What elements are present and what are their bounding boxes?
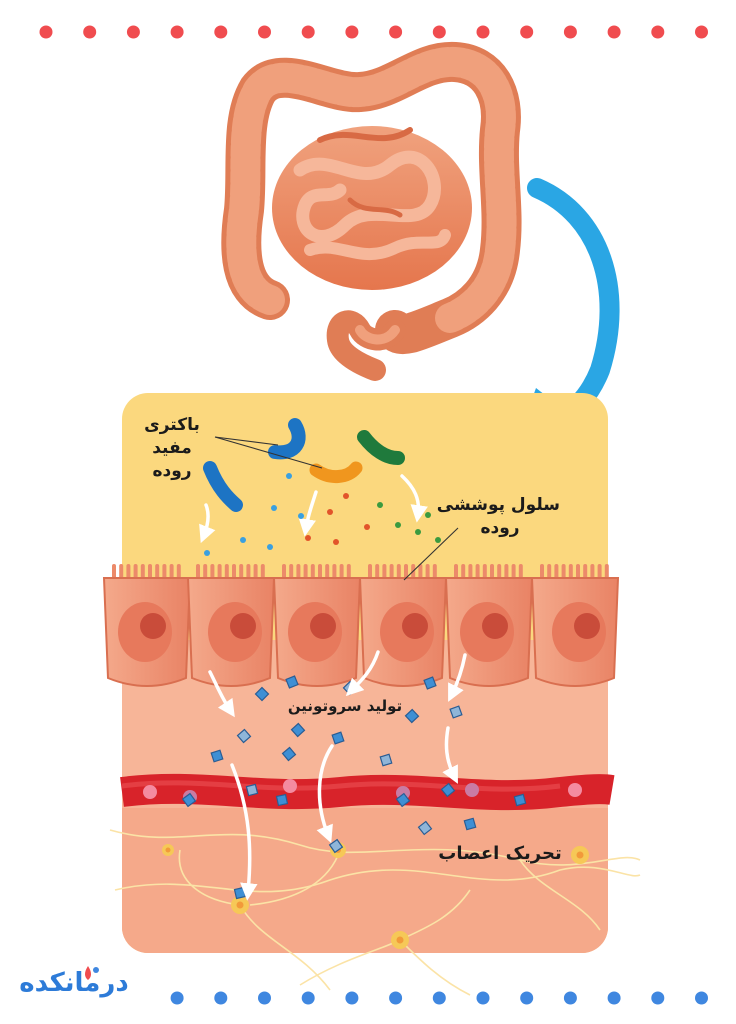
serotonin-crystal-icon	[285, 675, 299, 689]
dot	[301, 25, 315, 39]
epithelial-cell-row	[102, 564, 620, 687]
label-epithelial-cell: سلول پوششی روده	[436, 494, 560, 540]
dot	[432, 991, 446, 1005]
label-nerve-stimulation: تحریک اعصاب	[438, 843, 562, 864]
label-line: روده	[152, 461, 192, 481]
serotonin-crystal-icon	[275, 793, 289, 807]
serotonin-crystal-icon	[404, 708, 420, 724]
bacteria-arrows	[199, 474, 428, 544]
dot	[520, 25, 534, 39]
label-line: مفید	[152, 438, 192, 458]
serotonin-crystal-icon	[417, 820, 433, 836]
label-serotonin-production: تولید سروتونین	[287, 697, 403, 715]
serotonin-crystal-icon	[379, 753, 393, 767]
dot	[258, 991, 271, 1005]
dot	[214, 25, 228, 39]
label-line: روده	[480, 518, 520, 538]
epithelial-cell-icon	[444, 564, 534, 687]
epithelial-cell-icon	[272, 564, 362, 687]
dot	[170, 991, 184, 1005]
metabolite-dots	[204, 473, 441, 556]
dot	[39, 25, 53, 39]
dot	[476, 25, 490, 39]
dot	[345, 25, 359, 39]
serotonin-crystal-icon	[440, 782, 456, 798]
brand-logo: درمانکده	[14, 966, 134, 1010]
serotonin-crystal-icon	[210, 749, 224, 763]
serotonin-crystals	[181, 675, 527, 900]
dot	[563, 991, 577, 1005]
dot	[258, 25, 271, 39]
serotonin-crystal-icon	[245, 783, 259, 797]
serotonin-crystal-icon	[281, 746, 297, 762]
epithelial-cell-icon	[358, 564, 448, 687]
bacteria-icon	[309, 461, 363, 483]
dot	[476, 991, 490, 1005]
label-line: باکتری	[144, 415, 200, 435]
intestine-icon	[221, 41, 522, 381]
serotonin-crystal-icon	[449, 705, 463, 719]
epithelial-cell-icon	[530, 564, 620, 687]
serotonin-crystal-icon	[423, 676, 437, 690]
serotonin-arrows	[208, 650, 467, 901]
serotonin-crystal-icon	[254, 686, 270, 702]
dot	[520, 991, 534, 1005]
bacteria-icon	[357, 430, 405, 465]
dot	[389, 25, 403, 39]
epithelial-cell-icon	[186, 564, 276, 687]
dot	[389, 991, 403, 1005]
label-line: سلول پوششی	[436, 495, 560, 515]
dot	[432, 25, 446, 39]
top-dot-border	[39, 25, 708, 39]
serotonin-crystal-icon	[395, 792, 411, 808]
logo-mark-icon	[85, 966, 99, 980]
dot	[695, 25, 708, 39]
bacteria-icon	[203, 461, 243, 512]
serotonin-crystal-icon	[181, 792, 197, 808]
dot	[607, 25, 621, 39]
label-pointer-lines	[214, 436, 459, 581]
dot	[607, 991, 621, 1005]
dot	[651, 991, 665, 1005]
dot	[126, 25, 140, 39]
label-beneficial-bacteria: باکتری مفید روده	[132, 414, 212, 483]
dot	[83, 25, 97, 39]
logo-text: درمانکده	[19, 968, 129, 998]
dot	[563, 25, 577, 39]
dot	[651, 25, 665, 39]
bottom-dot-border	[170, 991, 708, 1005]
dot	[301, 991, 315, 1005]
dot	[345, 991, 359, 1005]
serotonin-crystal-icon	[513, 793, 527, 807]
epithelial-cell-icon	[102, 564, 192, 687]
serotonin-crystal-icon	[236, 728, 252, 744]
bacteria-group	[203, 418, 405, 512]
dot	[214, 991, 228, 1005]
serotonin-crystal-icon	[290, 722, 306, 738]
serotonin-crystal-icon	[331, 731, 345, 745]
dot	[695, 991, 708, 1005]
serotonin-crystal-icon	[463, 817, 477, 831]
dot	[170, 25, 184, 39]
bacteria-icon	[268, 418, 306, 460]
